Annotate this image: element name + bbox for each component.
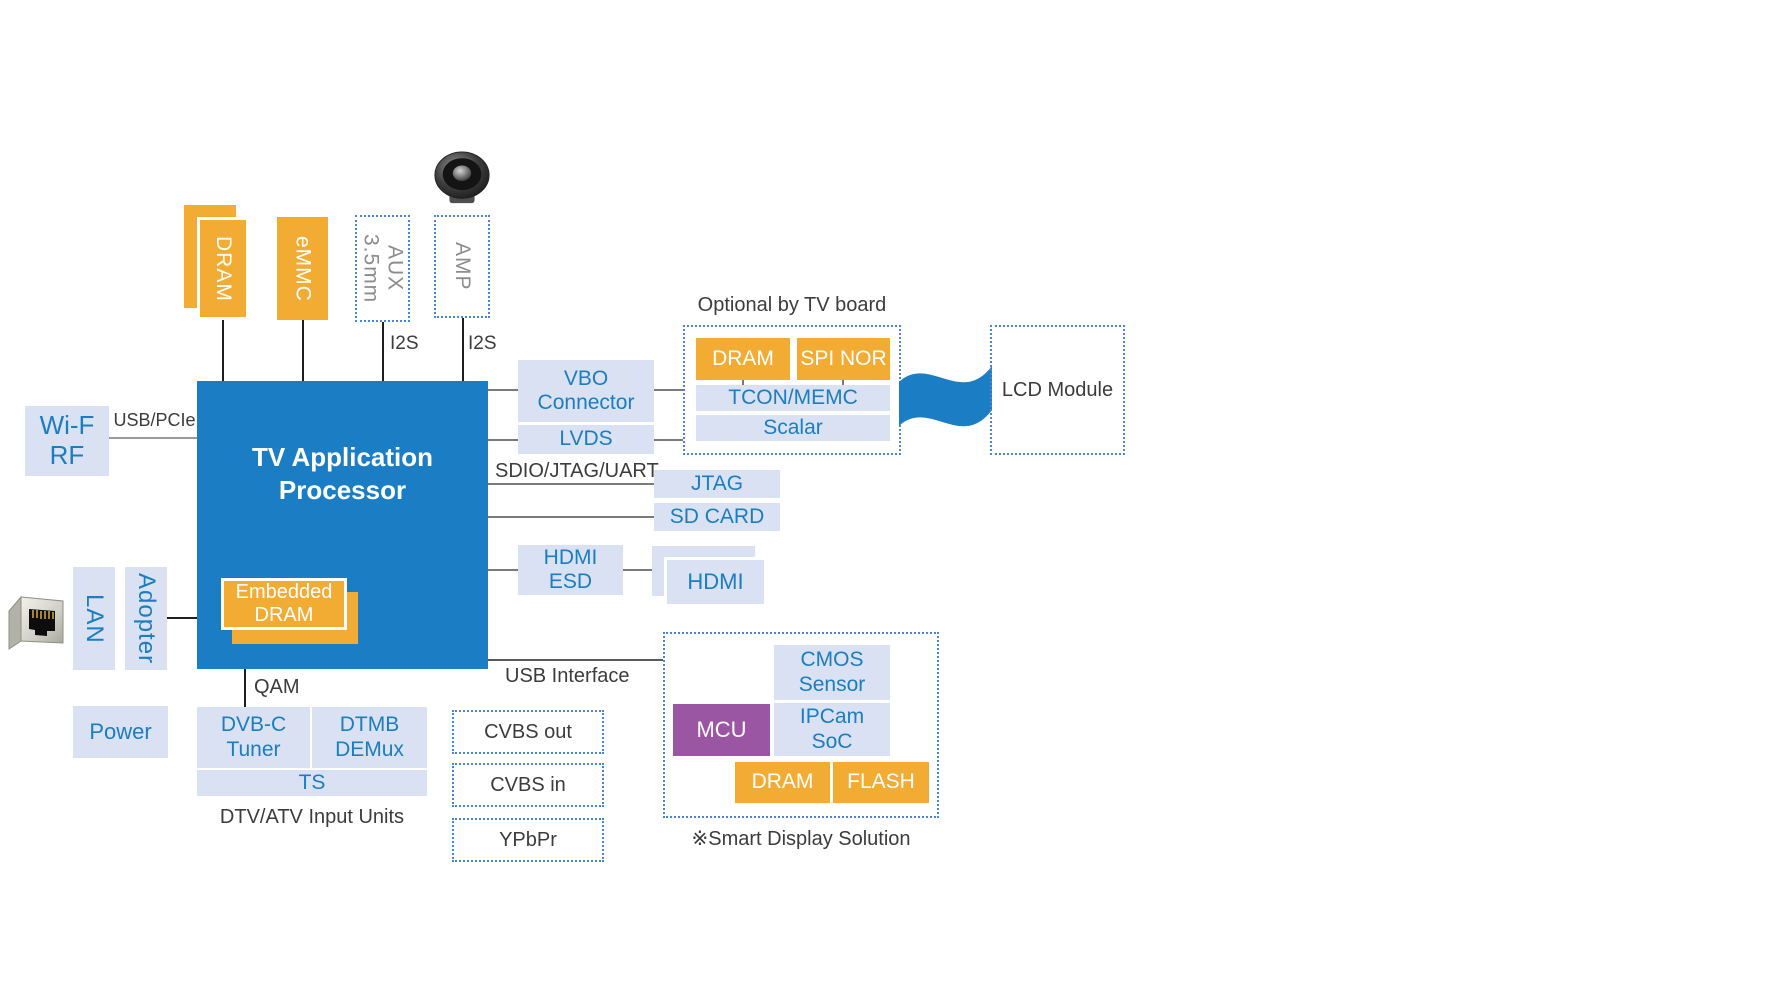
ipcam-soc-box: IPCam SoC xyxy=(774,703,890,756)
spinor-tcon-tick xyxy=(842,380,844,385)
qam-connector-line xyxy=(244,669,246,707)
amp-connector-line xyxy=(462,318,464,381)
aux-connector-line xyxy=(382,322,384,381)
aux-box: 3.5mm AUX xyxy=(355,215,410,322)
mcu-box: MCU xyxy=(673,704,770,756)
amp-box: AMP xyxy=(434,215,490,318)
tcon-memc-label: TCON/MEMC xyxy=(728,385,858,409)
qam-label: QAM xyxy=(254,676,300,698)
flash-box: FLASH xyxy=(833,762,929,803)
lcd-module-box: LCD Module xyxy=(990,325,1125,455)
adopter-box: Adopter xyxy=(125,567,167,670)
cmos-sensor-label: CMOS Sensor xyxy=(798,648,866,696)
dtv-atv-caption: DTV/ATV Input Units xyxy=(219,806,405,828)
usb-interface-line xyxy=(488,659,663,661)
usb-interface-label: USB Interface xyxy=(505,665,630,687)
hdmi-esd-label: HDMI ESD xyxy=(543,545,598,593)
spi-nor-label: SPI NOR xyxy=(800,346,887,370)
smart-dram-label: DRAM xyxy=(751,770,814,794)
flash-label: FLASH xyxy=(847,770,915,794)
power-box: Power xyxy=(73,706,168,758)
lvds-box: LVDS xyxy=(518,425,654,454)
dram-connector-line xyxy=(222,320,224,381)
lvds-line-left xyxy=(488,439,518,441)
hdmi-esd-box: HDMI ESD xyxy=(518,545,623,595)
sd-card-label: SD CARD xyxy=(669,504,765,528)
jtag-box: JTAG xyxy=(654,470,780,498)
scalar-label: Scalar xyxy=(763,415,823,439)
tv-application-processor-block: TV Application Processor Embedded DRAM xyxy=(197,381,488,669)
vbo-connector-label: VBO Connector xyxy=(537,366,635,414)
adopter-connector-line xyxy=(167,617,197,619)
speaker-icon xyxy=(434,151,490,204)
dram-box: DRAM xyxy=(197,217,249,320)
ts-box: TS xyxy=(197,770,427,796)
sdio-jtag-uart-label: SDIO/JTAG/UART xyxy=(495,460,659,482)
sd-card-line xyxy=(488,516,654,518)
ribbon-cable-icon xyxy=(899,366,992,427)
optional-board-title: Optional by TV board xyxy=(697,294,887,316)
usb-pcie-label: USB/PCIe xyxy=(113,410,196,430)
lcd-module-label: LCD Module xyxy=(1001,378,1114,401)
jtag-label: JTAG xyxy=(690,471,744,495)
ipcam-soc-label: IPCam SoC xyxy=(799,705,865,753)
i2s-label-right: I2S xyxy=(468,333,497,354)
vbo-line-left xyxy=(488,389,518,391)
embedded-dram-box: Embedded DRAM xyxy=(221,578,347,630)
lvds-line-right xyxy=(654,439,683,441)
vbo-line-right xyxy=(654,389,683,391)
dvbc-tuner-label: DVB-C Tuner xyxy=(220,713,287,761)
dram-label: DRAM xyxy=(212,235,236,302)
dram-tcon-tick xyxy=(742,380,744,385)
lan-label: LAN xyxy=(80,593,108,644)
emmc-label: eMMC xyxy=(291,235,315,302)
vbo-connector-box: VBO Connector xyxy=(518,360,654,422)
embedded-dram-label: Embedded DRAM xyxy=(235,581,333,626)
ypbpr-box: YPbPr xyxy=(452,818,604,862)
tcon-memc-box: TCON/MEMC xyxy=(696,385,890,411)
cvbs-in-label: CVBS in xyxy=(490,773,566,796)
smart-display-group xyxy=(663,632,939,818)
dvbc-tuner-box: DVB-C Tuner xyxy=(197,707,310,768)
dtmb-demux-label: DTMB DEMux xyxy=(335,713,404,761)
dtmb-demux-box: DTMB DEMux xyxy=(312,707,427,768)
hdmi-esd-line-right xyxy=(623,569,652,571)
lvds-label: LVDS xyxy=(559,427,613,451)
cvbs-out-box: CVBS out xyxy=(452,710,604,754)
adopter-label: Adopter xyxy=(132,572,160,665)
cmos-sensor-box: CMOS Sensor xyxy=(774,645,890,700)
processor-title: TV Application Processor xyxy=(251,442,434,505)
lan-box: LAN xyxy=(73,567,115,670)
ts-label: TS xyxy=(298,770,326,794)
smart-dram-box: DRAM xyxy=(735,762,830,803)
optional-dram-box: DRAM xyxy=(696,338,790,380)
cvbs-out-label: CVBS out xyxy=(484,720,572,743)
i2s-label-left: I2S xyxy=(390,333,419,354)
optional-dram-label: DRAM xyxy=(712,346,774,370)
usb-pcie-line xyxy=(109,437,197,439)
jtag-line xyxy=(488,483,654,485)
emmc-connector-line xyxy=(302,320,304,381)
emmc-box: eMMC xyxy=(277,217,328,320)
sd-card-box: SD CARD xyxy=(654,503,780,531)
hdmi-esd-line-left xyxy=(488,569,518,571)
power-label: Power xyxy=(89,719,152,745)
hdmi-label: HDMI xyxy=(687,569,744,595)
smart-display-caption: ※Smart Display Solution xyxy=(691,828,911,850)
aux-label: 3.5mm AUX xyxy=(359,233,407,304)
ypbpr-label: YPbPr xyxy=(499,828,557,851)
amp-label: AMP xyxy=(451,242,475,291)
cvbs-in-box: CVBS in xyxy=(452,763,604,807)
wifi-rf-label: Wi-F RF xyxy=(39,410,95,470)
wifi-rf-box: Wi-F RF xyxy=(25,406,109,476)
ethernet-jack-icon xyxy=(8,595,64,650)
spi-nor-box: SPI NOR xyxy=(797,338,890,380)
mcu-label: MCU xyxy=(696,717,747,743)
scalar-box: Scalar xyxy=(696,415,890,441)
hdmi-box: HDMI xyxy=(664,557,767,607)
